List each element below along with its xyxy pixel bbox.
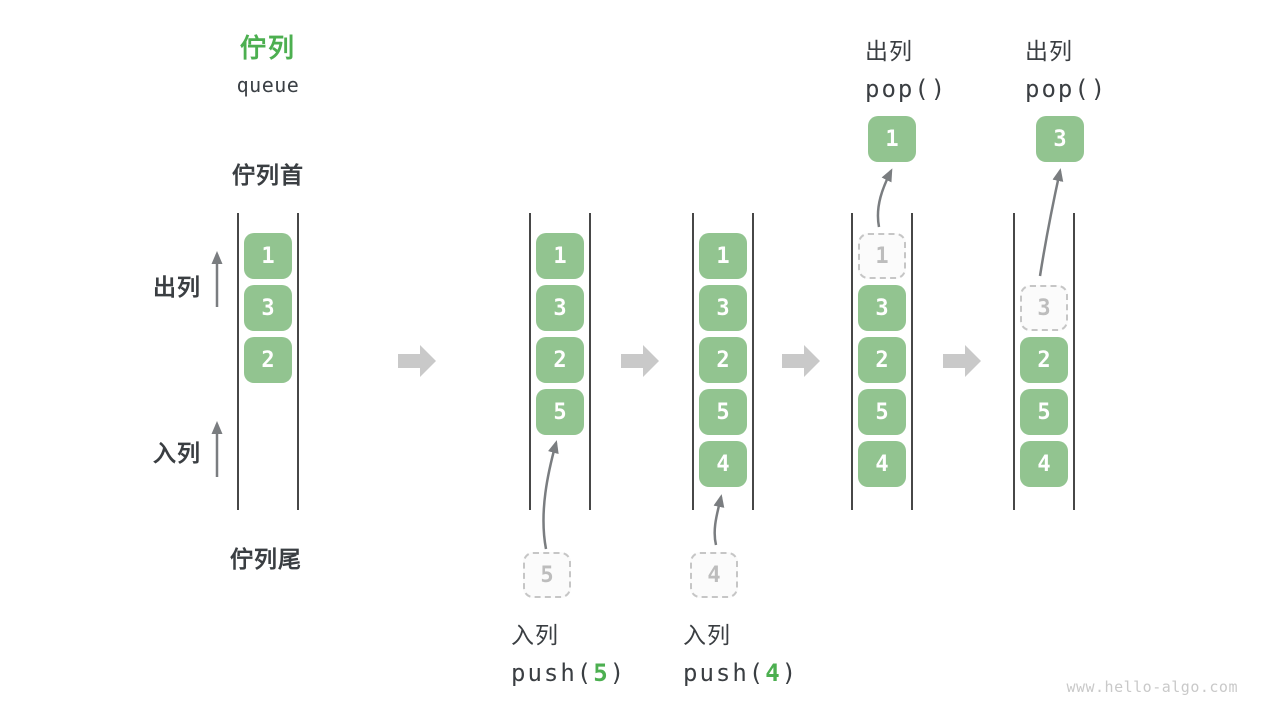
queue-cell: 2 bbox=[699, 337, 747, 383]
push-operation-1: 入列 push(5) bbox=[511, 616, 626, 687]
push1-code: push(5) bbox=[511, 659, 626, 687]
queue-cell: 1 bbox=[244, 233, 292, 279]
queue-state-4: 1 3 2 5 4 bbox=[851, 213, 913, 510]
push2-label: 入列 bbox=[683, 622, 731, 648]
queue-cell: 2 bbox=[1020, 337, 1068, 383]
removed-cell-ghost: 1 bbox=[858, 233, 906, 279]
queue-cell: 3 bbox=[536, 285, 584, 331]
queue-cell: 2 bbox=[244, 337, 292, 383]
enqueue-label: 入列 bbox=[153, 440, 201, 466]
pending-cell-5: 5 bbox=[523, 552, 571, 598]
title-block: 佇列 queue bbox=[200, 28, 336, 97]
push2-code: push(4) bbox=[683, 659, 798, 687]
push2-code-prefix: push( bbox=[683, 659, 766, 687]
push1-code-arg: 5 bbox=[593, 659, 610, 687]
queue-cell: 1 bbox=[699, 233, 747, 279]
queue-cell: 3 bbox=[858, 285, 906, 331]
pop2-code: pop() bbox=[1025, 75, 1108, 103]
push-operation-2: 入列 push(4) bbox=[683, 616, 798, 687]
popped-value-2: 3 bbox=[1036, 116, 1084, 162]
push1-code-suffix: ) bbox=[609, 659, 627, 687]
queue-state-5: 3 2 5 4 bbox=[1013, 213, 1075, 510]
dequeue-label: 出列 bbox=[153, 274, 201, 300]
queue-rear-label: 佇列尾 bbox=[230, 546, 302, 572]
diagram-title: 佇列 bbox=[239, 33, 296, 63]
popped-value-1: 1 bbox=[868, 116, 916, 162]
queue-cell: 5 bbox=[858, 389, 906, 435]
queue-cell: 3 bbox=[699, 285, 747, 331]
queue-cell: 3 bbox=[244, 285, 292, 331]
queue-cell: 5 bbox=[699, 389, 747, 435]
removed-cell-ghost: 3 bbox=[1020, 285, 1068, 331]
queue-cell: 1 bbox=[536, 233, 584, 279]
watermark: www.hello-algo.com bbox=[1066, 678, 1238, 696]
pop-operation-2: 出列 pop() bbox=[1025, 32, 1107, 103]
transition-arrow-3 bbox=[782, 345, 820, 377]
queue-state-3: 1 3 2 5 4 bbox=[692, 213, 754, 510]
queue-cell: 2 bbox=[858, 337, 906, 383]
push2-code-suffix: ) bbox=[781, 659, 799, 687]
transition-arrow-1 bbox=[398, 345, 436, 377]
queue-cell: 2 bbox=[536, 337, 584, 383]
push2-code-arg: 4 bbox=[765, 659, 782, 687]
queue-front-label: 佇列首 bbox=[232, 162, 304, 188]
queue-cell: 4 bbox=[699, 441, 747, 487]
pop1-label: 出列 bbox=[865, 38, 913, 64]
pop1-code: pop() bbox=[865, 75, 948, 103]
queue-cell: 5 bbox=[536, 389, 584, 435]
queue-state-1: 1 3 2 bbox=[237, 213, 299, 510]
transition-arrow-4 bbox=[943, 345, 981, 377]
pending-cell-4: 4 bbox=[690, 552, 738, 598]
push1-code-prefix: push( bbox=[511, 659, 594, 687]
pop2-label: 出列 bbox=[1025, 38, 1073, 64]
transition-arrow-2 bbox=[621, 345, 659, 377]
push1-label: 入列 bbox=[511, 622, 559, 648]
diagram-subtitle: queue bbox=[236, 73, 300, 97]
queue-cell: 4 bbox=[1020, 441, 1068, 487]
pop-operation-1: 出列 pop() bbox=[865, 32, 947, 103]
queue-cell: 4 bbox=[858, 441, 906, 487]
queue-state-2: 1 3 2 5 bbox=[529, 213, 591, 510]
queue-cell: 5 bbox=[1020, 389, 1068, 435]
